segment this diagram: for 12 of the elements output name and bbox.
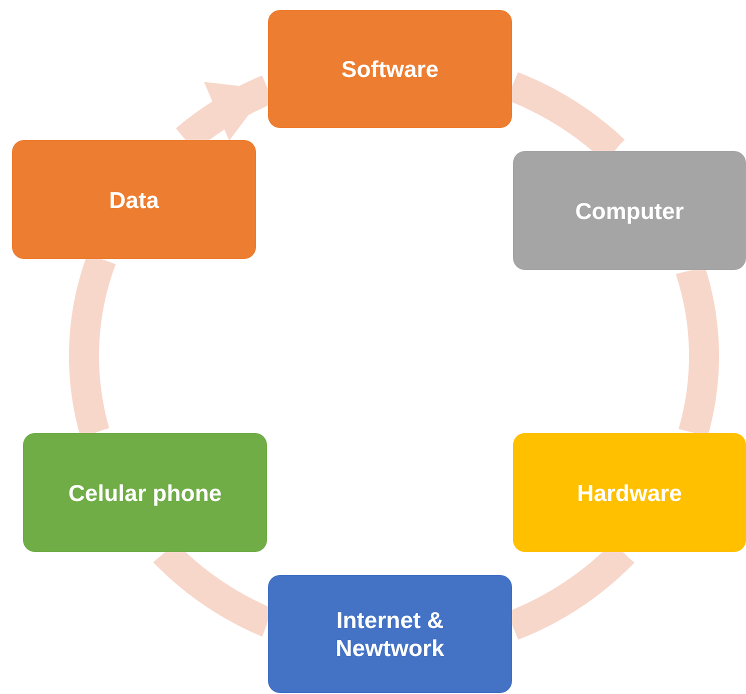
process-box <box>268 10 512 128</box>
process-box <box>12 140 256 259</box>
process-box <box>513 433 746 552</box>
process-box <box>268 575 512 693</box>
process-box <box>23 433 267 552</box>
process-box <box>513 151 746 270</box>
box-label: Celular phone <box>68 478 222 506</box>
box-label: Hardware <box>577 478 682 506</box>
box-label: Data <box>109 186 159 214</box>
box-label: Software <box>341 55 439 83</box>
box-label: Internet & Newtwork <box>334 606 446 662</box>
box-label: Computer <box>575 196 684 224</box>
